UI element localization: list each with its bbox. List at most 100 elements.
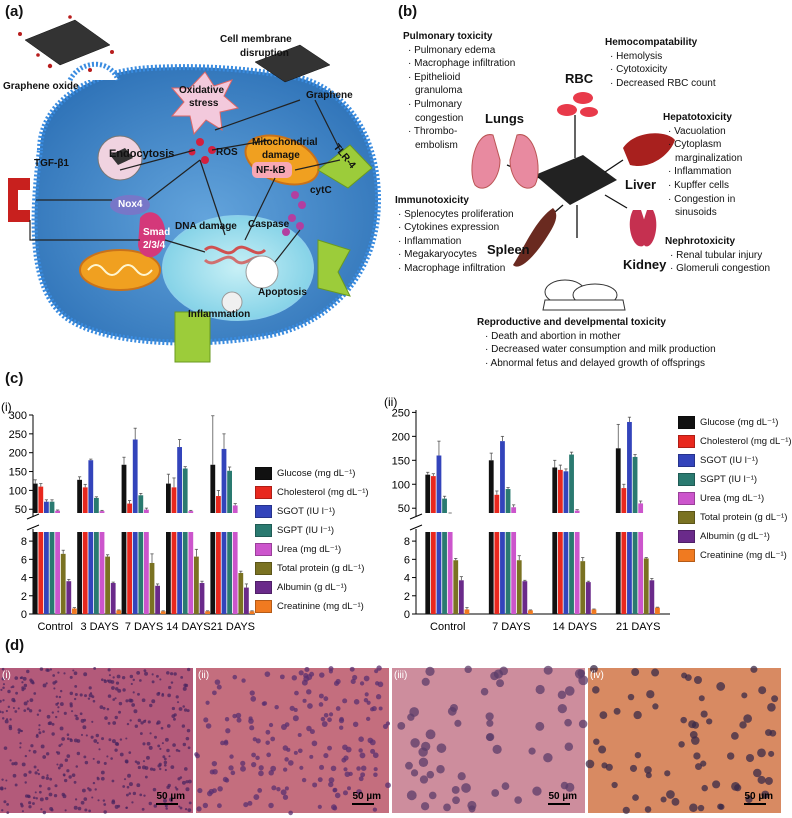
immuno-item: · Splenocytes proliferation [398,208,514,220]
legend-swatch [255,524,272,537]
hepato-item: · Kupffer cells [668,179,729,191]
scale-label: 50 µm [744,791,773,802]
nephro-item: · Glomeruli congestion [670,263,771,275]
bar [522,581,528,614]
legend-item: Glucose (mg dL⁻¹) [255,464,369,483]
bar [574,510,580,513]
y-tick-label: 150 [392,455,410,467]
inflammation-cell [221,291,243,313]
bar [210,464,216,513]
bar [221,448,227,513]
liver-icon [623,133,675,166]
panel-a: Graphene oxide Cell membrane disruption … [0,0,395,370]
pulmonary-list: Pulmonary toxicity · Pulmonary edema · M… [403,30,515,152]
bar-lower-part [216,532,221,614]
x-tick-label: 7 DAYS [492,621,530,633]
bar [38,486,44,513]
y-tick-label: 2 [21,591,27,603]
bar-lower-part [552,532,558,614]
bar-lower-part [132,532,138,614]
label-caspase: Caspase [248,219,290,230]
legend-label: Creatinine (mg dL⁻¹) [700,550,787,561]
pulmonary-item: congestion [415,112,464,124]
bar [632,456,638,513]
bar [655,607,660,614]
label-graphene: Graphene [306,90,353,101]
pulmonary-item: · Epithelioid [408,71,461,83]
scale-label: 50 µm [156,791,185,802]
bar-lower-part [210,532,216,614]
hepato-item: · Vacuolation [668,125,726,137]
legend-swatch [255,486,272,499]
bar [127,503,132,513]
hemo-item: · Cytotoxicity [610,64,668,76]
micrograph-iii: (iii) 50 µm [392,665,589,813]
y-tick-label: 8 [21,536,27,548]
bar-lower-part [511,532,517,614]
y-tick-label: 250 [9,429,27,441]
bar-lower-part [188,532,194,614]
spleen-icon [513,208,557,267]
bar-lower-part [166,532,171,614]
x-tick-label: 7 DAYS [125,621,163,633]
panel-label-c: (c) [5,370,24,387]
axis-break-mark [26,513,40,531]
graphene-oxide-dots [18,15,114,72]
y-tick-label: 6 [21,554,27,566]
y-tick-label: 100 [392,479,410,491]
legend-swatch [255,581,272,594]
apoptotic-cell [245,255,279,289]
y-tick-label: 4 [404,573,410,585]
bar-lower-part [127,532,132,614]
hemo-title: Hemocompatability [605,37,698,48]
bar [216,496,221,513]
cytc-dots [282,191,306,236]
bar [177,447,182,513]
bar-lower-part [638,532,644,614]
bar [166,483,171,513]
legend-item: Creatinine (mg dL⁻¹) [255,597,369,616]
bar [232,505,238,513]
y-tick-label: 300 [9,410,27,422]
bar [44,501,49,513]
legend-swatch [678,473,695,486]
hepato-list: Hepatotoxicity · Vacuolation · Cytoplasm… [663,111,742,220]
tissue-image [0,666,193,815]
legend-swatch [678,511,695,524]
label-graphene-oxide: Graphene oxide [3,81,79,92]
y-tick-label: 2 [404,591,410,603]
legend-swatch [255,600,272,613]
legend-swatch [678,454,695,467]
bar [194,556,199,614]
label-cytc: cytC [310,185,332,196]
bar-lower-part [77,532,82,614]
y-tick-label: 8 [404,536,410,548]
bar [188,511,194,513]
y-tick-label: 100 [9,485,27,497]
legend-label: Creatinine (mg dL⁻¹) [277,601,364,612]
scale-label: 50 µm [352,791,381,802]
bar-lower-part [442,532,447,614]
bar [557,469,563,513]
legend-label: SGOT (IU l⁻¹) [700,455,759,466]
panel-label-d: (d) [5,637,25,654]
bar [528,610,533,614]
legend-item: Cholesterol (mg dL⁻¹) [678,432,792,451]
legend-swatch [255,562,272,575]
graphene-oxide-sheet [24,19,111,66]
legend-swatch [678,492,695,505]
y-tick-label: 150 [9,467,27,479]
label-nox4: Nox4 [118,199,143,210]
bar-lower-part [32,532,38,614]
immuno-item: · Cytokines expression [398,222,500,234]
axis-break-mark [409,513,423,531]
hepato-title: Hepatotoxicity [663,112,732,123]
legend-swatch [255,543,272,556]
bar [116,610,122,614]
bar [458,580,464,614]
bar [77,479,82,513]
immuno-title: Immunotoxicity [395,195,469,206]
bar-lower-part [232,532,238,614]
repro-item: · Abnormal fetus and delayed growth of o… [485,357,705,369]
